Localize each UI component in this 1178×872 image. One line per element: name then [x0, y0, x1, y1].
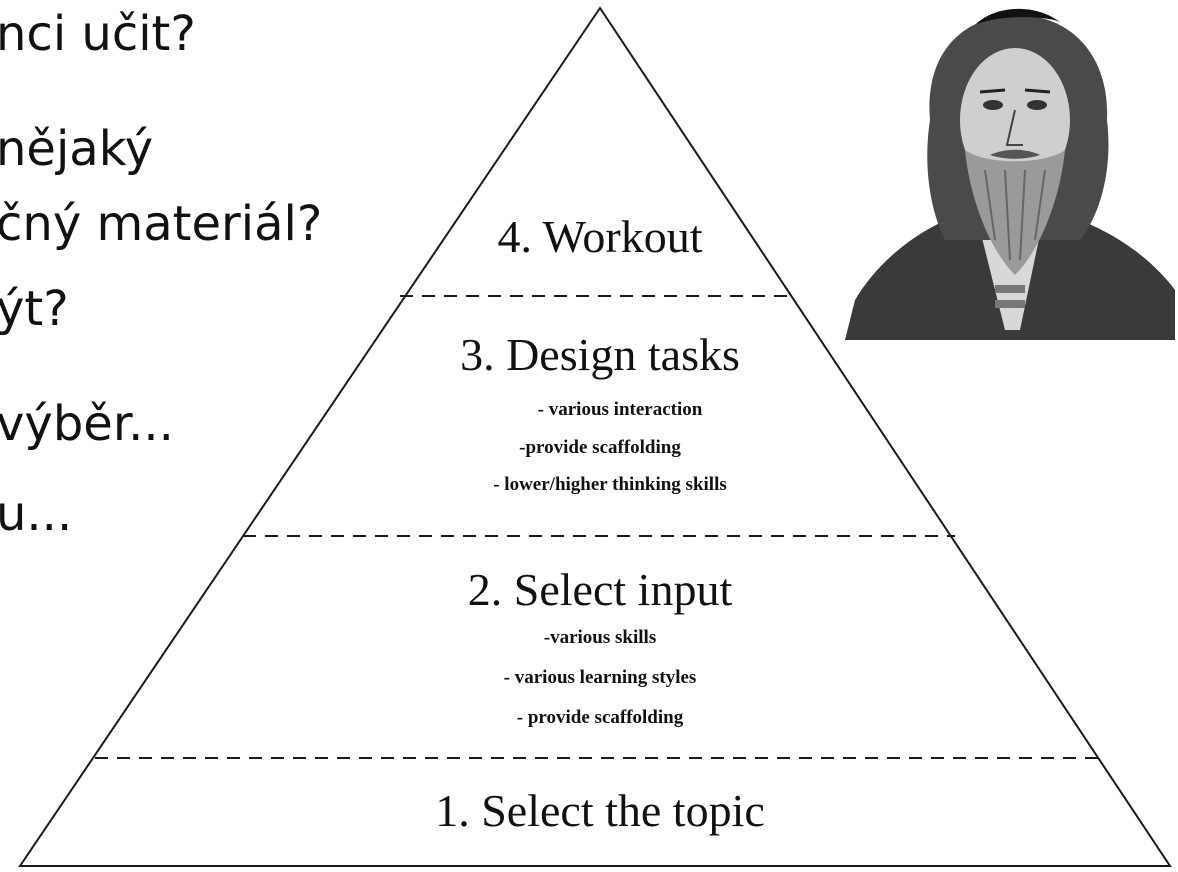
level-item: - various learning styles	[503, 667, 697, 688]
portrait-engraving-icon	[845, 8, 1175, 340]
level-item: - provide scaffolding	[516, 707, 684, 728]
pyramid-outline	[18, 6, 1172, 867]
left-text-line: nějaký	[0, 121, 154, 177]
level-item: - lower/higher thinking skills	[493, 474, 727, 495]
left-text-line: nci učit?	[0, 6, 196, 62]
left-text-line: výběr...	[0, 396, 174, 452]
left-text-line: čný materiál?	[0, 196, 323, 252]
level-title: 4. Workout	[497, 211, 703, 262]
level-item: - various interaction	[537, 399, 703, 420]
level-title: 2. Select input	[467, 564, 733, 615]
left-text-line: u...	[0, 486, 73, 542]
level-item: -various skills	[543, 627, 657, 648]
level-title: 1. Select the topic	[435, 785, 765, 836]
level-title: 3. Design tasks	[460, 329, 740, 380]
level-item: -provide scaffolding	[519, 437, 681, 458]
left-text-line: ýt?	[0, 281, 69, 337]
